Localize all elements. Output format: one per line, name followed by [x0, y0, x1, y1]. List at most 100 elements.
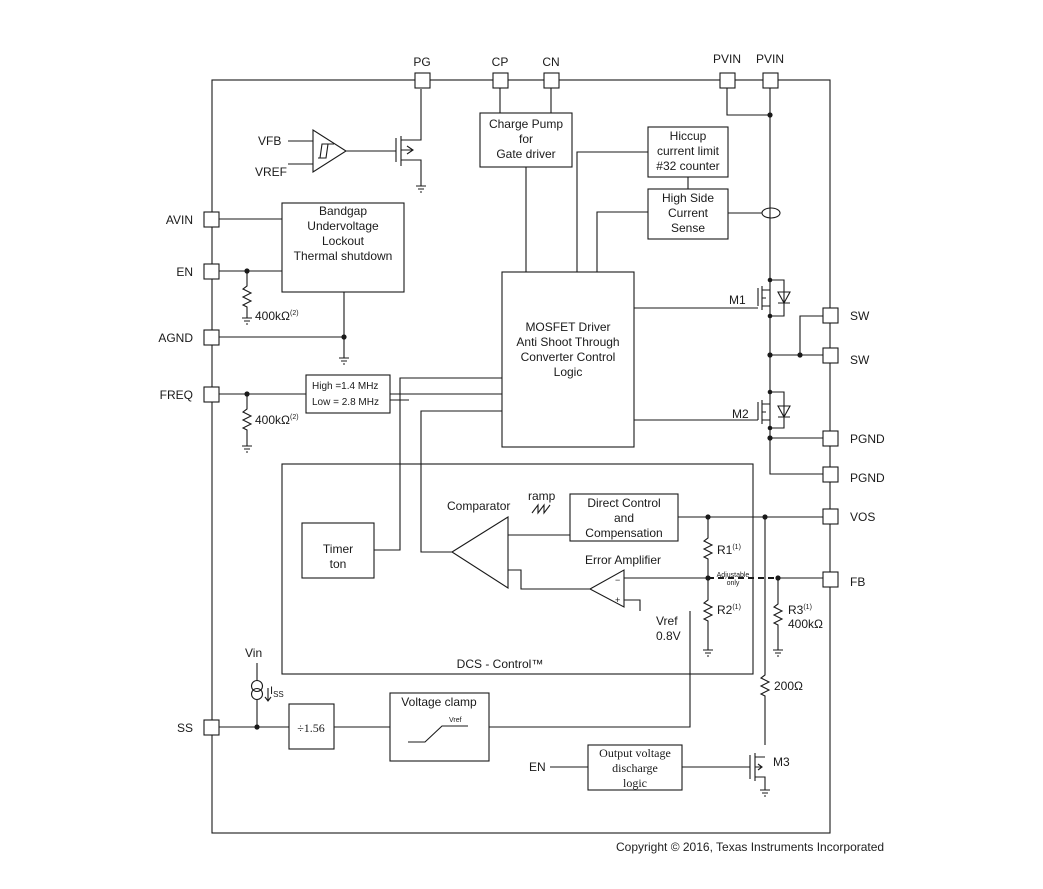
pin-vos[interactable]: VOS — [822, 508, 875, 525]
mosfet-driver-block: MOSFET Driver Anti Shoot Through Convert… — [501, 271, 635, 448]
timer-line-2: ton — [330, 557, 347, 571]
pin-avin[interactable]: AVIN — [166, 211, 220, 228]
en-external-label: EN — [529, 760, 546, 774]
charge-pump-line-3: Gate driver — [496, 147, 555, 161]
m2-label: M2 — [732, 407, 749, 421]
pin-en[interactable]: EN — [176, 263, 220, 280]
mosfet-driver-line-1: MOSFET Driver — [525, 320, 610, 334]
ea-plus: + — [615, 595, 620, 605]
mosfet-m1: M1 — [634, 277, 791, 319]
dcs-control-region — [281, 463, 754, 675]
pin-fb[interactable]: FB — [822, 571, 865, 589]
pin-ss[interactable]: SS — [177, 719, 220, 736]
clamp-curve-icon — [408, 725, 468, 743]
pin-freq[interactable]: FREQ — [160, 386, 220, 403]
pin-vos-label: VOS — [850, 510, 875, 524]
dcs-control-label: DCS - Control™ — [457, 657, 544, 671]
bandgap-line-2: Undervoltage — [307, 219, 379, 233]
pin-agnd[interactable]: AGND — [158, 329, 220, 346]
pin-pg[interactable]: PG — [413, 55, 431, 89]
vref-ea-label: Vref — [656, 614, 678, 628]
pin-ss-label: SS — [177, 721, 193, 735]
r-discharge-value: 200Ω — [774, 679, 803, 693]
discharge-line-3: logic — [623, 776, 647, 790]
pin-sw-2-label: SW — [850, 353, 870, 367]
r2-note: (1) — [732, 604, 741, 611]
high-side-sense-line-2: Current — [668, 206, 709, 220]
r-en-value: 400kΩ(2) — [255, 309, 299, 323]
high-side-sense-line-3: Sense — [671, 221, 705, 235]
pin-avin-label: AVIN — [166, 213, 193, 227]
mosfet-m3: M3 — [682, 753, 790, 797]
ea-minus: − — [615, 575, 620, 585]
hysteresis-icon — [318, 143, 334, 159]
m3-label: M3 — [773, 755, 790, 769]
direct-control-line-2: and — [614, 511, 634, 525]
pin-cn-label: CN — [542, 55, 559, 69]
ground-icon — [416, 185, 426, 193]
pin-sw-1[interactable]: SW — [822, 307, 870, 324]
ground-icon — [339, 357, 349, 365]
freq-high-label: High =1.4 MHz — [312, 381, 378, 392]
pin-cp[interactable]: CP — [492, 55, 509, 89]
resistor-r1: R1(1) — [702, 517, 741, 578]
resistor-en: 400kΩ(2) — [241, 271, 299, 325]
ic-boundary — [211, 79, 831, 834]
pg-comparator: VFB VREF — [255, 89, 426, 193]
ramp-icon — [531, 503, 551, 515]
pin-pvin-1-label: PVIN — [713, 52, 741, 66]
mosfet-m2: M2 — [634, 389, 791, 431]
r3-value: 400kΩ — [788, 617, 823, 631]
comparator-block: Comparator — [447, 499, 510, 590]
pin-sw-1-label: SW — [850, 309, 870, 323]
vref-ea-value: 0.8V — [656, 629, 681, 643]
pin-en-label: EN — [176, 265, 193, 279]
hiccup-line-3: #32 counter — [656, 159, 719, 173]
bandgap-block: Bandgap Undervoltage Lockout Thermal shu… — [281, 202, 405, 293]
divider-label: ÷1.56 — [297, 721, 325, 735]
pin-cn[interactable]: CN — [542, 55, 560, 89]
r1-label: R1(1) — [717, 543, 741, 557]
bandgap-line-4: Thermal shutdown — [294, 249, 393, 263]
resistor-r2: R2(1) — [702, 578, 741, 657]
charge-pump-line-1: Charge Pump — [489, 117, 563, 131]
vfb-label: VFB — [258, 134, 281, 148]
resistor-r3: R3(1) 400kΩ — [772, 578, 823, 657]
bandgap-line-1: Bandgap — [319, 204, 367, 218]
high-side-sense-block: High Side Current Sense — [647, 188, 729, 240]
pin-agnd-label: AGND — [158, 331, 193, 345]
resistor-200ohm: 200Ω — [759, 517, 803, 745]
r1-note: (1) — [732, 544, 741, 551]
pin-freq-label: FREQ — [160, 388, 193, 402]
pin-pg-label: PG — [413, 55, 430, 69]
adjustable-label: Adjustable — [717, 572, 750, 579]
charge-pump-line-2: for — [519, 132, 533, 146]
high-side-sense-line-1: High Side — [662, 191, 714, 205]
pin-pgnd-2[interactable]: PGND — [822, 466, 885, 485]
freq-select-block: High =1.4 MHz Low = 2.8 MHz — [305, 374, 391, 414]
mosfet-driver-line-3: Converter Control — [521, 350, 616, 364]
vref-label: VREF — [255, 165, 287, 179]
iss-label: ISS — [270, 685, 284, 699]
current-sense-icon — [761, 207, 781, 219]
direct-control-block: Direct Control and Compensation — [569, 493, 679, 542]
hiccup-line-2: current limit — [657, 144, 720, 158]
hiccup-line-1: Hiccup — [670, 129, 707, 143]
bandgap-line-3: Lockout — [322, 234, 365, 248]
only-label: only — [727, 580, 740, 587]
r-freq-note: (2) — [290, 414, 299, 421]
r3-label: R3(1) — [788, 603, 812, 617]
m1-label: M1 — [729, 293, 746, 307]
pin-pgnd-1[interactable]: PGND — [822, 430, 885, 447]
pin-fb-label: FB — [850, 575, 865, 589]
pin-pvin-2[interactable]: PVIN — [756, 52, 784, 89]
timer-block: Timer ton — [301, 522, 375, 579]
pin-pvin-1[interactable]: PVIN — [713, 52, 741, 89]
r3-note: (1) — [803, 604, 812, 611]
vin-label: Vin — [245, 646, 262, 660]
r-freq-value: 400kΩ(2) — [255, 413, 299, 427]
discharge-line-2: discharge — [612, 761, 658, 775]
r-en-note: (2) — [290, 310, 299, 317]
freq-low-label: Low = 2.8 MHz — [312, 397, 379, 408]
